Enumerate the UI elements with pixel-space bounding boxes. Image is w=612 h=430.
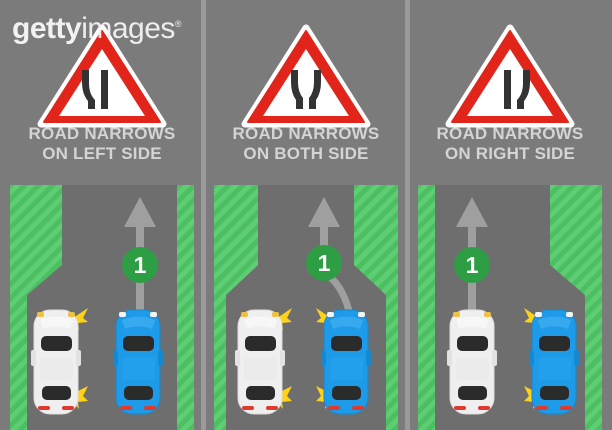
caption-line-2: ON RIGHT SIDE	[444, 144, 576, 163]
watermark-light: images	[81, 12, 175, 45]
caption-both: ROAD NARROWS ON BOTH SIDE	[204, 124, 408, 164]
lane-number-badge: 1	[306, 245, 342, 281]
hatch-area-left	[214, 185, 258, 430]
road-scene-right: 1	[408, 185, 612, 430]
white-car	[26, 306, 88, 423]
road-scene-left: 1	[0, 185, 204, 430]
road-scene-both: 1	[204, 185, 408, 430]
watermark-bold: getty	[12, 12, 82, 45]
registered-mark-icon: ®	[174, 19, 182, 29]
shoulder-left	[204, 185, 214, 430]
road-narrows-on-left-sign	[37, 24, 167, 133]
shoulder-left	[408, 185, 418, 430]
hatch-strip-left	[418, 185, 435, 430]
panel-divider-1	[201, 0, 206, 430]
road-narrows-on-both-sides-sign	[241, 24, 371, 133]
lane-badge-number: 1	[466, 252, 479, 278]
caption-right: ROAD NARROWS ON RIGHT SIDE	[408, 124, 612, 164]
panel-divider-2	[405, 0, 410, 430]
hatch-area-left	[10, 185, 62, 430]
lane-badge-number: 1	[318, 250, 331, 276]
lane-number-badge: 1	[122, 247, 158, 283]
hatch-area-right	[550, 185, 602, 430]
white-car	[442, 306, 504, 423]
hatch-area-right	[354, 185, 398, 430]
getty-images-watermark: gettyimages®	[12, 9, 182, 45]
panel-road-narrows-left: ROAD NARROWS ON LEFT SIDE	[0, 0, 204, 430]
shoulder-right	[194, 185, 204, 430]
white-car	[230, 306, 292, 423]
hatch-strip-right	[177, 185, 194, 430]
road-narrows-on-right-sign	[445, 24, 575, 133]
caption-line-1: ROAD NARROWS	[436, 124, 584, 143]
panel-road-narrows-right: ROAD NARROWS ON RIGHT SIDE	[408, 0, 612, 430]
shoulder-right	[602, 185, 612, 430]
lane-number-badge: 1	[454, 247, 490, 283]
shoulder-right	[398, 185, 408, 430]
lane-badge-number: 1	[134, 252, 147, 278]
blue-car	[108, 306, 170, 423]
caption-line-1: ROAD NARROWS	[28, 124, 176, 143]
caption-left: ROAD NARROWS ON LEFT SIDE	[0, 124, 204, 164]
blue-car	[316, 306, 378, 423]
shoulder-left	[0, 185, 10, 430]
panel-header-left: ROAD NARROWS ON LEFT SIDE	[0, 0, 204, 185]
caption-line-2: ON BOTH SIDE	[243, 144, 369, 163]
panel-header-both: ROAD NARROWS ON BOTH SIDE	[204, 0, 408, 185]
panel-road-narrows-both: ROAD NARROWS ON BOTH SIDE	[204, 0, 408, 430]
caption-line-1: ROAD NARROWS	[232, 124, 380, 143]
panel-header-right: ROAD NARROWS ON RIGHT SIDE	[408, 0, 612, 185]
blue-car	[524, 306, 586, 423]
caption-line-2: ON LEFT SIDE	[42, 144, 162, 163]
